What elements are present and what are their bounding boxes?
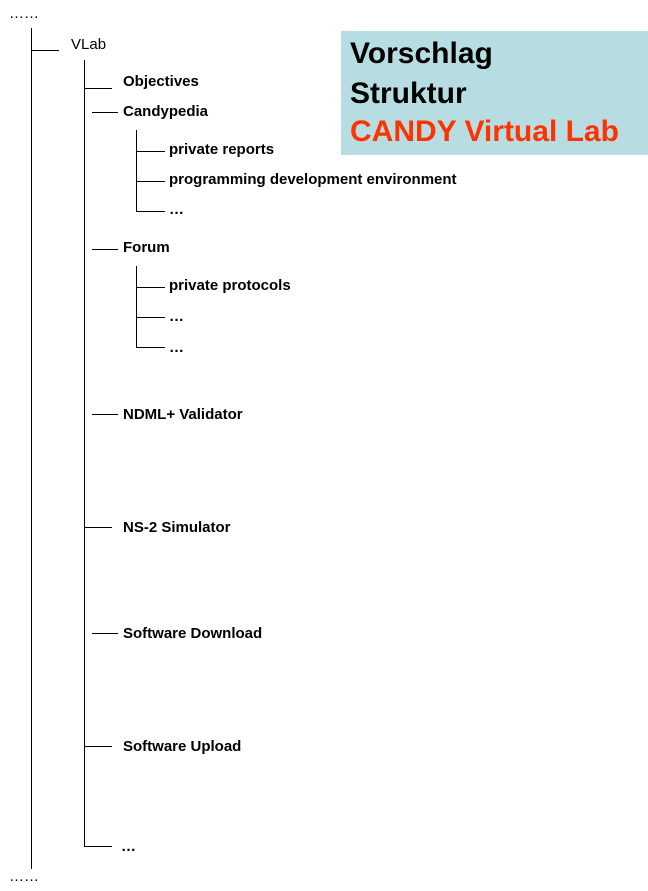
connector-vlab bbox=[31, 50, 59, 51]
node-private-reports: private reports bbox=[169, 141, 275, 158]
connector-forum-more-2 bbox=[136, 347, 165, 348]
title-box: Vorschlag Struktur CANDY Virtual Lab bbox=[341, 31, 648, 155]
connector-programming-environment bbox=[136, 181, 165, 182]
node-ndml-validator: NDML+ Validator bbox=[123, 406, 243, 423]
node-candypedia-more: … bbox=[169, 201, 184, 218]
node-forum-more-2: … bbox=[169, 339, 184, 356]
forum-branch-line bbox=[136, 266, 137, 348]
title-line-vorschlag: Vorschlag bbox=[350, 37, 493, 70]
node-vlab-more: … bbox=[121, 838, 136, 855]
connector-forum bbox=[92, 249, 118, 250]
connector-ns2-simulator bbox=[84, 527, 112, 528]
node-programming-development-environment: programming development environment bbox=[169, 171, 457, 188]
connector-ndml-validator bbox=[92, 414, 118, 415]
node-forum-more-1: … bbox=[169, 308, 184, 325]
top-ellipsis: …… bbox=[9, 5, 39, 22]
node-objectives: Objectives bbox=[123, 73, 199, 90]
bottom-ellipsis: …… bbox=[9, 868, 39, 885]
tree-trunk-line bbox=[31, 28, 32, 869]
node-forum: Forum bbox=[123, 239, 170, 256]
connector-forum-more-1 bbox=[136, 317, 165, 318]
node-software-upload: Software Upload bbox=[123, 738, 242, 755]
connector-software-upload bbox=[84, 746, 112, 747]
connector-candypedia-more bbox=[136, 211, 165, 212]
connector-objectives bbox=[84, 88, 112, 89]
node-ns2-simulator: NS-2 Simulator bbox=[123, 519, 231, 536]
connector-vlab-more bbox=[84, 846, 112, 847]
node-vlab: VLab bbox=[71, 36, 107, 53]
candypedia-branch-line bbox=[136, 130, 137, 212]
node-private-protocols: private protocols bbox=[169, 277, 291, 294]
connector-private-protocols bbox=[136, 287, 165, 288]
connector-private-reports bbox=[136, 151, 165, 152]
connector-software-download bbox=[92, 633, 118, 634]
vlab-branch-line bbox=[84, 60, 85, 846]
title-line-candy-virtual-lab: CANDY Virtual Lab bbox=[350, 115, 619, 148]
title-line-struktur: Struktur bbox=[350, 77, 467, 110]
connector-candypedia bbox=[92, 112, 118, 113]
node-candypedia: Candypedia bbox=[123, 103, 209, 120]
node-software-download: Software Download bbox=[123, 625, 263, 642]
